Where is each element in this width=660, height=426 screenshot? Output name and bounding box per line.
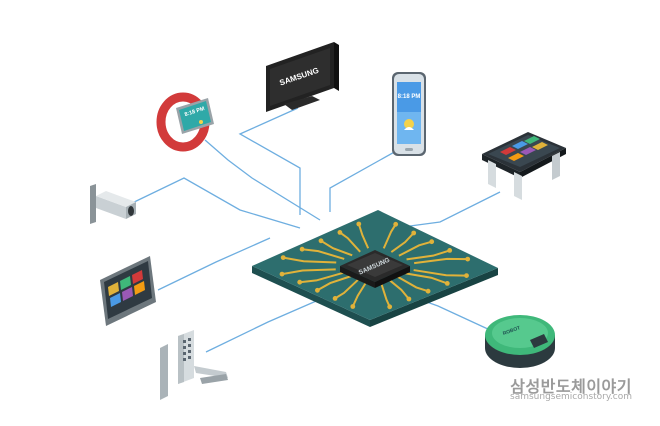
circuit-pad xyxy=(279,271,285,277)
circuit-trace xyxy=(406,249,451,261)
circuit-trace xyxy=(334,278,359,300)
circuit-trace xyxy=(301,248,345,260)
circuit-trace xyxy=(390,232,415,253)
circuit-pad xyxy=(464,273,469,278)
circuit-trace xyxy=(396,275,429,293)
door-lock-device xyxy=(160,330,228,400)
keypad-button xyxy=(188,338,191,341)
line-tv xyxy=(238,107,301,215)
keypad-button xyxy=(183,346,186,349)
vacuum-label: ROBOT xyxy=(502,325,521,337)
smart-table-device xyxy=(482,132,566,200)
watermark-title: 삼성반도체이야기 xyxy=(510,377,632,396)
circuit-pads xyxy=(279,221,471,310)
circuit-pad xyxy=(299,246,305,252)
circuit-trace xyxy=(281,268,336,276)
circuit-trace xyxy=(299,271,344,284)
smartphone-device: 8:18 PM xyxy=(392,72,426,156)
circuit-trace xyxy=(398,240,432,257)
circuit-trace xyxy=(351,282,367,307)
tv-device: SAMSUNG xyxy=(266,42,339,112)
circuit-pad xyxy=(447,248,453,253)
circuit-pad xyxy=(350,304,356,309)
board-side xyxy=(252,266,370,327)
circuit-pad xyxy=(425,288,431,294)
circuit-pad xyxy=(280,255,286,260)
circuit-pad xyxy=(444,281,450,286)
circuit-trace xyxy=(283,256,337,264)
line-tablet xyxy=(157,237,271,291)
phone-time-label: 8:18 PM xyxy=(398,94,421,100)
circuit-pad xyxy=(315,287,320,293)
keypad-button xyxy=(183,340,186,343)
table-screen-tiles xyxy=(500,136,548,161)
circuit-pad xyxy=(337,230,343,235)
circuit-pad xyxy=(318,238,324,244)
circuit-trace xyxy=(388,279,410,300)
circuit-trace xyxy=(357,223,370,249)
smartwatch-device: 8:18 PM xyxy=(156,92,214,152)
circuit-pad xyxy=(406,296,412,302)
tablet-device xyxy=(100,256,156,326)
circuit-pad xyxy=(387,304,393,310)
keypad-button xyxy=(188,344,191,347)
watermark-url: samsungsemiconstory.com xyxy=(510,392,632,402)
circuit-trace xyxy=(414,257,468,265)
connector-lines xyxy=(127,107,501,353)
line-table xyxy=(409,191,501,227)
line-watch xyxy=(204,139,321,221)
circuit-trace xyxy=(382,223,397,249)
circuit-pad xyxy=(297,279,303,285)
circuit-pad xyxy=(429,239,435,245)
circuit-traces xyxy=(281,223,468,308)
circuit-trace xyxy=(339,231,361,253)
board-side-right xyxy=(370,268,498,327)
circuit-trace xyxy=(316,275,351,292)
lock-keypad xyxy=(183,338,191,361)
line-phone xyxy=(329,149,399,212)
processor-chip: SAMSUNG xyxy=(340,250,410,288)
circuit-pad xyxy=(465,256,471,262)
line-camera xyxy=(127,177,301,229)
circuit-trace xyxy=(405,272,448,285)
keypad-button xyxy=(183,358,186,361)
circuit-pad xyxy=(332,296,338,301)
tablet-app-tiles xyxy=(108,270,145,307)
circuit-trace xyxy=(380,282,391,308)
keypad-button xyxy=(183,352,186,355)
security-camera-device xyxy=(90,184,136,224)
circuit-pad xyxy=(393,221,399,227)
circuit-pad xyxy=(411,230,417,236)
circuit-pad xyxy=(356,221,362,227)
keypad-button xyxy=(188,350,191,353)
line-lock xyxy=(205,294,331,353)
circuit-trace xyxy=(413,269,467,277)
robot-vacuum-device: ROBOT xyxy=(485,315,555,368)
circuit-trace xyxy=(320,239,353,257)
keypad-button xyxy=(188,356,191,359)
